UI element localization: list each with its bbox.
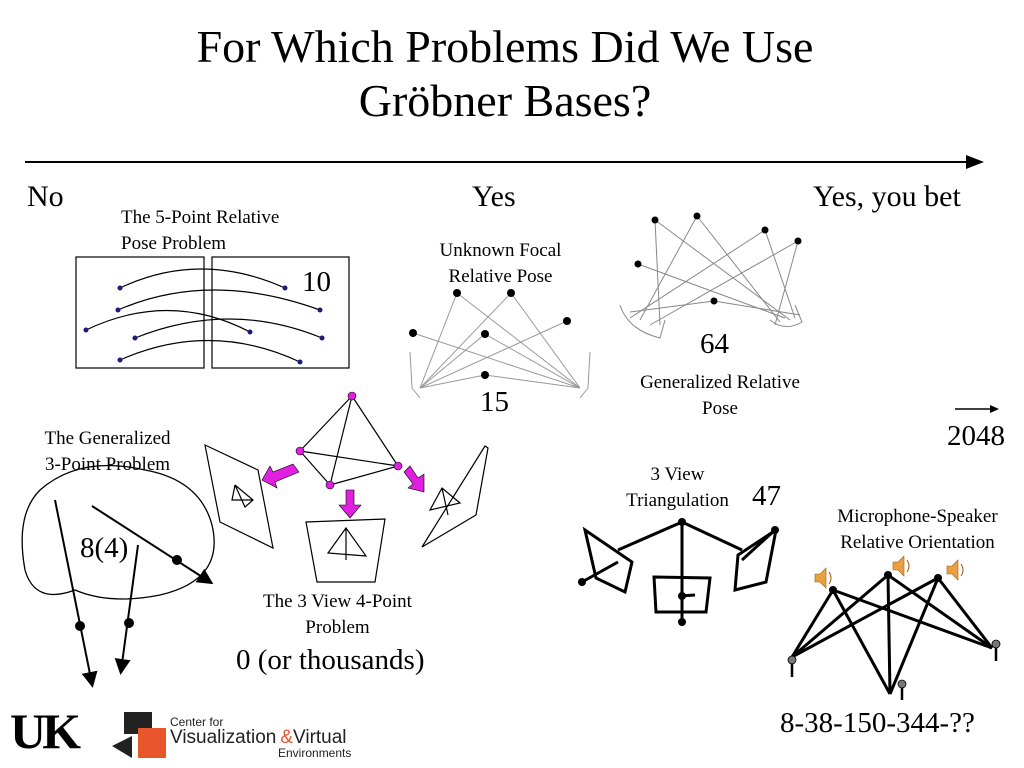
generalized-3pt-count: 8(4) bbox=[80, 532, 129, 564]
generalized-relative-count: 64 bbox=[700, 328, 729, 360]
five-point-count: 10 bbox=[302, 266, 331, 298]
three-view-4pt-count: 0 (or thousands) bbox=[236, 644, 425, 676]
slide-title-line2: Gröbner Bases? bbox=[358, 75, 652, 126]
generalized-relative-diagram bbox=[619, 212, 803, 339]
timeline-arrow bbox=[25, 155, 984, 169]
axis-label-yes: Yes bbox=[472, 180, 516, 213]
extra-count: 2048 bbox=[947, 420, 1005, 452]
generalized-3pt-diagram bbox=[21, 464, 215, 688]
axis-label-no: No bbox=[27, 180, 64, 213]
three-view-4pt-diagram bbox=[204, 391, 489, 583]
axis-label-yes-you-bet: Yes, you bet bbox=[813, 180, 961, 213]
three-view-4pt-label: The 3 View 4-Point Problem bbox=[263, 591, 412, 638]
unknown-focal-diagram bbox=[409, 289, 591, 399]
generalized-3pt-label: The Generalized 3-Point Problem bbox=[44, 428, 171, 475]
small-arrow bbox=[955, 405, 999, 413]
three-view-tri-label: 3 View Triangulation bbox=[626, 464, 729, 511]
three-view-tri-count: 47 bbox=[752, 480, 781, 512]
cvv-logo-text: Center for Visualization &Virtual Enviro… bbox=[170, 716, 351, 759]
uk-logo: UK bbox=[10, 703, 81, 759]
mic-speaker-diagram bbox=[787, 555, 1001, 700]
cvv-visualization: Visualization bbox=[170, 727, 277, 748]
cvv-virtual: Virtual bbox=[293, 727, 347, 748]
five-point-label: The 5-Point Relative Pose Problem bbox=[121, 207, 280, 254]
mic-speaker-count: 8-38-150-344-?? bbox=[780, 707, 975, 739]
cvv-environments: Environments bbox=[278, 746, 352, 760]
cvv-center-for: Center for bbox=[170, 715, 224, 729]
mic-speaker-label: Microphone-Speaker Relative Orientation bbox=[837, 506, 998, 553]
slide-title-line1: For Which Problems Did We Use bbox=[196, 21, 814, 72]
unknown-focal-count: 15 bbox=[480, 386, 509, 418]
cvv-ampersand: & bbox=[280, 727, 294, 748]
five-point-diagram bbox=[75, 256, 350, 369]
three-view-tri-diagram bbox=[578, 518, 779, 626]
unknown-focal-label: Unknown Focal Relative Pose bbox=[439, 240, 562, 287]
cvv-logo-mark bbox=[112, 712, 166, 758]
generalized-relative-label: Generalized Relative Pose bbox=[640, 372, 800, 419]
slide-title: For Which Problems Did We Use Gröbner Ba… bbox=[0, 20, 1010, 128]
